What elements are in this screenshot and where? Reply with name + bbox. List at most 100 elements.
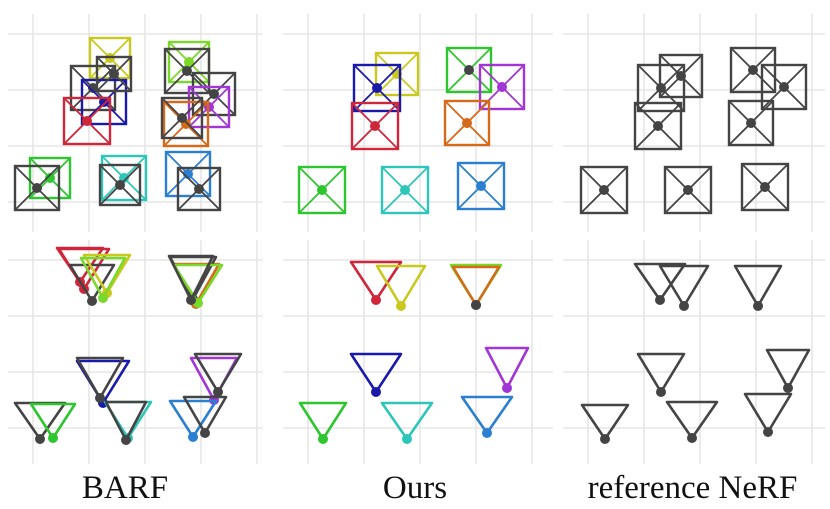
camera-side-view	[375, 264, 427, 311]
camera-frame	[28, 156, 72, 200]
camera-frame	[95, 55, 133, 93]
camera-frustum	[733, 264, 783, 308]
camera-top-view	[13, 164, 61, 212]
camera-side-view	[765, 348, 811, 393]
camera-frame	[478, 63, 526, 111]
camera-top-view	[69, 64, 117, 112]
camera-center	[656, 387, 666, 397]
caption-reference-nerf: reference NeRF	[587, 470, 798, 506]
camera-top-view	[456, 161, 506, 211]
camera-frustum	[82, 253, 132, 295]
camera-side-view	[665, 400, 719, 443]
camera-center	[783, 383, 793, 393]
camera-frustum	[298, 401, 348, 441]
camera-center	[656, 83, 666, 93]
camera-frustum	[636, 352, 686, 394]
camera-frustum	[484, 346, 530, 390]
camera-center	[186, 295, 196, 305]
camera-frustum	[765, 348, 811, 390]
camera-frame	[163, 47, 211, 95]
camera-top-view	[380, 165, 430, 215]
camera-frame	[663, 165, 713, 215]
camera-side-view	[636, 352, 686, 397]
panel-ours-side	[283, 240, 553, 464]
camera-center	[471, 300, 481, 310]
camera-top-view	[443, 99, 491, 147]
camera-top-view	[727, 99, 775, 147]
panel-background	[563, 240, 825, 464]
camera-top-view	[445, 46, 493, 94]
panel-ours-top	[283, 14, 553, 232]
camera-top-view	[740, 162, 790, 212]
panel-barf-side	[8, 240, 263, 464]
camera-center	[318, 434, 328, 444]
camera-top-view	[663, 165, 713, 215]
camera-frame	[380, 165, 430, 215]
camera-frustum	[580, 403, 630, 441]
camera-center	[482, 428, 492, 438]
camera-side-view	[182, 395, 228, 438]
camera-center	[748, 65, 758, 75]
camera-frustum	[633, 262, 687, 302]
camera-frame	[98, 163, 142, 207]
camera-frustum	[460, 395, 514, 435]
camera-side-view	[104, 400, 148, 445]
camera-frame	[729, 46, 777, 94]
camera-frame	[100, 154, 148, 202]
camera-center	[213, 387, 223, 397]
camera-center	[600, 434, 610, 444]
camera-center	[95, 393, 105, 403]
camera-center	[182, 66, 192, 76]
camera-center	[687, 433, 697, 443]
camera-frustum	[75, 356, 125, 400]
camera-frame	[350, 101, 400, 151]
panel-ref-side	[563, 240, 825, 464]
camera-frustum	[349, 260, 403, 302]
camera-frame	[445, 46, 493, 94]
camera-frame	[162, 100, 210, 148]
camera-center	[48, 433, 58, 443]
camera-frustum	[182, 395, 228, 435]
panel-ref-top	[563, 14, 825, 232]
caption-ours: Ours	[382, 470, 448, 506]
camera-frame	[579, 165, 629, 215]
panel-background	[283, 240, 553, 464]
camera-center	[679, 301, 689, 311]
camera-frame	[374, 51, 420, 97]
camera-frame	[80, 78, 128, 126]
camera-frustum	[193, 352, 243, 394]
camera-top-view	[160, 96, 204, 140]
camera-frustum	[349, 352, 403, 394]
camera-center	[396, 301, 406, 311]
camera-side-view	[68, 263, 116, 306]
camera-center	[400, 185, 410, 195]
camera-center	[98, 293, 108, 303]
camera-side-view	[743, 392, 793, 437]
camera-center	[462, 118, 472, 128]
camera-center	[87, 296, 97, 306]
camera-top-view	[374, 51, 420, 97]
camera-center	[683, 185, 693, 195]
camera-center	[45, 173, 55, 183]
camera-side-view	[29, 402, 77, 443]
camera-center	[188, 432, 198, 442]
camera-side-view	[580, 403, 630, 444]
camera-top-view	[579, 165, 629, 215]
camera-side-view	[484, 346, 530, 393]
camera-frustum	[380, 401, 434, 441]
camera-frame	[658, 53, 704, 99]
camera-top-view	[98, 163, 142, 207]
camera-frame	[297, 165, 347, 215]
camera-side-view	[380, 401, 434, 444]
camera-side-view	[349, 260, 403, 305]
camera-frame	[176, 166, 222, 212]
camera-center	[476, 181, 486, 191]
camera-side-view	[349, 352, 403, 397]
camera-center	[763, 427, 773, 437]
camera-frame	[636, 63, 686, 113]
camera-top-view	[163, 47, 211, 95]
camera-top-view	[350, 101, 400, 151]
camera-frame	[13, 164, 61, 212]
camera-center	[35, 434, 45, 444]
